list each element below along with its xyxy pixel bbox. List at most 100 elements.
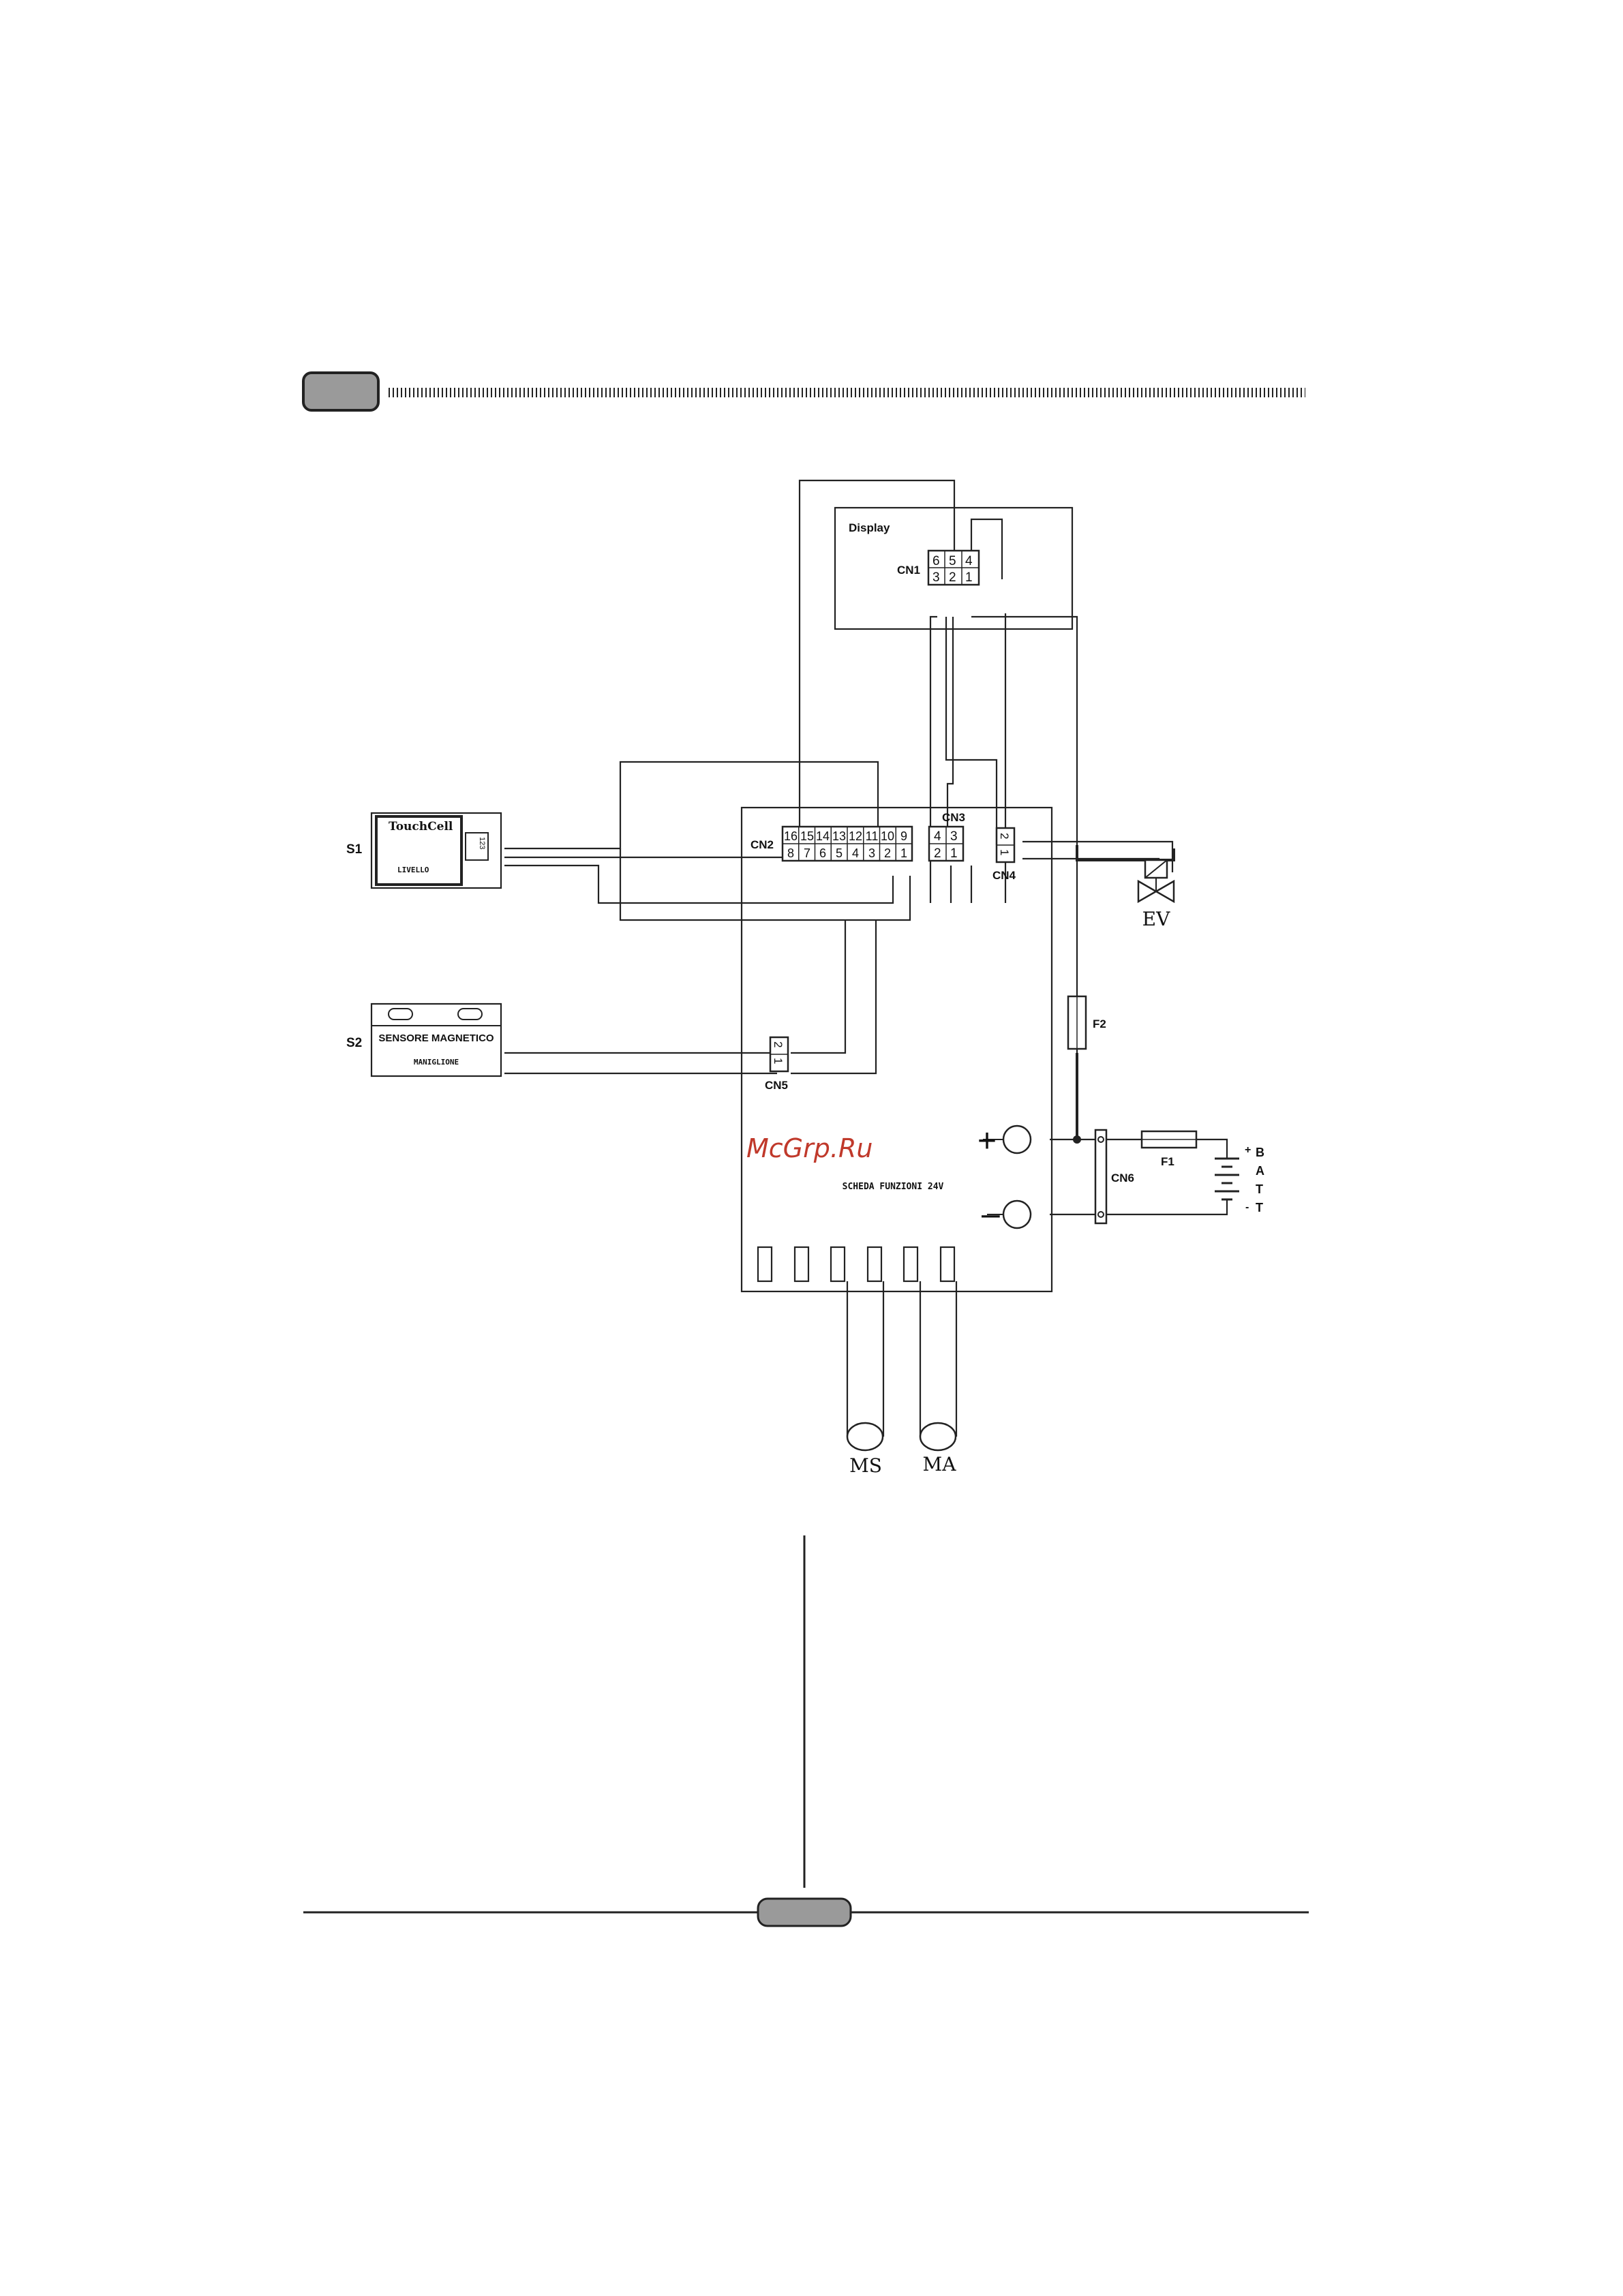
junction-node xyxy=(1073,1135,1081,1144)
cn2-label: CN2 xyxy=(750,838,774,851)
cn2-pin-5: 5 xyxy=(836,846,843,860)
f1-label: F1 xyxy=(1161,1155,1174,1168)
cn1-pin-6: 6 xyxy=(932,554,940,568)
cn3-pin-4: 4 xyxy=(934,829,941,844)
battery-letter-b: B xyxy=(1256,1146,1264,1159)
battery-plus: + xyxy=(1245,1144,1251,1156)
wire-cn6-batt-minus xyxy=(1106,1199,1227,1214)
spade-terminal-1 xyxy=(758,1247,772,1281)
cn2-pin-3: 3 xyxy=(868,846,875,860)
minus-terminal xyxy=(1003,1201,1031,1228)
s1-name: TouchCell xyxy=(389,820,453,833)
s2-label: S2 xyxy=(346,1036,362,1050)
ma-motor-symbol xyxy=(920,1423,956,1450)
cn5-pin-2: 2 xyxy=(772,1041,785,1047)
s2-name: SENSORE MAGNETICO xyxy=(378,1032,494,1044)
wire-s2-1 xyxy=(504,920,845,1053)
cn2-pin-6: 6 xyxy=(819,846,826,860)
wire-ms xyxy=(847,1281,883,1437)
cn1-pin-1: 1 xyxy=(965,570,973,585)
page-footer xyxy=(303,1535,1309,1926)
wire-thick-ev xyxy=(1077,845,1174,860)
display-title: Display xyxy=(849,521,890,534)
f2-label: F2 xyxy=(1093,1017,1106,1030)
cn4-pin-1: 1 xyxy=(998,849,1011,855)
solenoid-valve-ev: EV xyxy=(1138,860,1174,930)
cn4-label: CN4 xyxy=(992,869,1016,882)
cn3-pin-2: 2 xyxy=(934,846,941,861)
cn2-pin-7: 7 xyxy=(804,846,810,860)
s1-touchcell-sensor: S1 TouchCell LIVELLO 123 xyxy=(346,813,501,888)
s1-label: S1 xyxy=(346,842,363,857)
cn5-label: CN5 xyxy=(765,1079,788,1092)
plus-terminal-sign: + xyxy=(977,1123,997,1159)
wire-s2-2 xyxy=(504,920,876,1073)
ev-label: EV xyxy=(1142,908,1170,930)
main-board: SCHEDA FUNZIONI 24V CN2 16 15 14 13 12 1… xyxy=(742,808,1052,1291)
fuse-f1: F1 xyxy=(1142,1131,1196,1168)
battery-letter-t2: T xyxy=(1256,1201,1263,1214)
cn3-pin-3: 3 xyxy=(950,829,958,844)
cn3-label: CN3 xyxy=(942,811,965,824)
cn2-pin-2: 2 xyxy=(884,846,891,860)
s2-mount-hole-right xyxy=(458,1009,482,1020)
page-number-tab xyxy=(758,1899,851,1926)
board-label: SCHEDA FUNZIONI 24V xyxy=(843,1182,944,1192)
cn1-pin-3: 3 xyxy=(932,570,940,585)
battery-minus: - xyxy=(1245,1201,1249,1213)
fuse-f2: F2 xyxy=(1068,996,1106,1049)
watermark: McGrp.Ru xyxy=(746,1133,873,1163)
cn1-pin-2: 2 xyxy=(949,570,956,585)
cn2-pin-14: 14 xyxy=(816,829,830,843)
cn1-pin-5: 5 xyxy=(949,554,956,568)
header-tab xyxy=(303,373,378,410)
cn2-pin-1: 1 xyxy=(900,846,907,860)
cn3-pin-1: 1 xyxy=(950,846,958,861)
page-header xyxy=(303,373,1305,410)
spade-terminal-3 xyxy=(831,1247,845,1281)
plus-terminal xyxy=(1003,1126,1031,1153)
motor-spade-terminals xyxy=(758,1247,954,1281)
s2-mount-hole-left xyxy=(389,1009,412,1020)
ma-label: MA xyxy=(923,1453,957,1475)
wire-cn3-drops xyxy=(951,866,971,903)
wire-ma xyxy=(920,1281,956,1437)
cn2-pin-4: 4 xyxy=(852,846,859,860)
spade-terminal-6 xyxy=(941,1247,954,1281)
motor-ma: MA xyxy=(920,1423,956,1475)
cn6-connector-group: CN6 xyxy=(1095,1130,1134,1223)
cn1-pin-4: 4 xyxy=(965,554,973,568)
cn2-pin-16: 16 xyxy=(784,829,798,843)
wire-s1-3 xyxy=(504,866,893,903)
cn2-pin-15: 15 xyxy=(800,829,814,843)
wire-cn1-to-f2 xyxy=(971,617,1077,1104)
wires xyxy=(504,480,1227,1437)
cn2-pin-9: 9 xyxy=(900,829,907,843)
spade-terminal-5 xyxy=(904,1247,917,1281)
ms-label: MS xyxy=(849,1454,882,1477)
cn4-pin-2: 2 xyxy=(998,833,1011,839)
minus-terminal-sign: – xyxy=(982,1196,1000,1232)
spade-terminal-4 xyxy=(868,1247,881,1281)
battery-cells xyxy=(1215,1159,1239,1199)
s2-magnetic-sensor: S2 SENSORE MAGNETICO MANIGLIONE xyxy=(346,1004,501,1076)
cn6-label: CN6 xyxy=(1111,1172,1134,1184)
cn2-pin-11: 11 xyxy=(866,829,879,843)
battery: + - B A T T xyxy=(1215,1144,1264,1214)
s1-pins: 123 xyxy=(478,837,486,849)
battery-letter-a: A xyxy=(1256,1164,1264,1178)
cn5-pin-1: 1 xyxy=(772,1058,785,1064)
cn2-pin-12: 12 xyxy=(849,829,862,843)
cn1-label: CN1 xyxy=(897,564,920,577)
ms-motor-symbol xyxy=(847,1423,883,1450)
cn6-connector xyxy=(1095,1130,1106,1223)
s1-sub: LIVELLO xyxy=(397,866,429,874)
battery-letter-t1: T xyxy=(1256,1182,1263,1196)
spade-terminal-2 xyxy=(795,1247,808,1281)
motor-ms: MS xyxy=(847,1423,883,1477)
cn2-pin-8: 8 xyxy=(787,846,794,860)
cn2-pin-13: 13 xyxy=(832,829,846,843)
cn2-pin-10: 10 xyxy=(881,829,894,843)
